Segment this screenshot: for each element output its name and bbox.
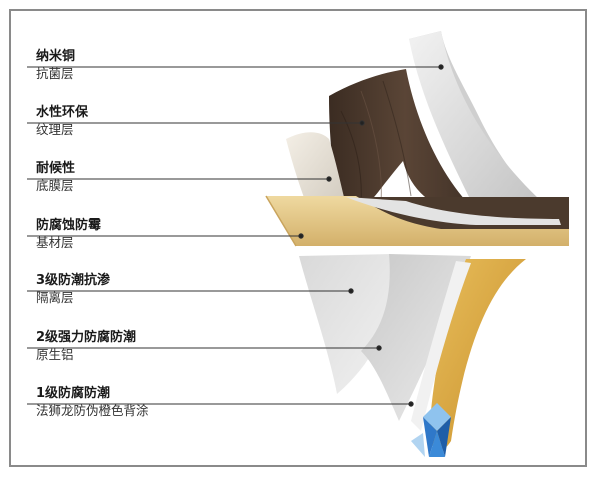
layer-subtitle: 法狮龙防伪橙色背涂 bbox=[36, 403, 149, 418]
white-backcoat-edge bbox=[411, 261, 471, 431]
diagram-frame: 纳米铜 抗菌层 水性环保 纹理层 耐候性 底膜层 防腐蚀防霉 基材层 3级防潮抗… bbox=[9, 9, 587, 467]
wood-grain-2 bbox=[360, 90, 382, 204]
leader-dot-under-film bbox=[326, 176, 332, 182]
wood-texture-layer bbox=[329, 69, 481, 219]
layer-label-aluminum: 2级强力防腐防潮 原生铝 bbox=[36, 329, 136, 363]
layer-illustration bbox=[265, 31, 569, 457]
layer-title: 水性环保 bbox=[36, 105, 89, 120]
layer-title: 耐候性 bbox=[36, 161, 76, 176]
leader-lines bbox=[27, 64, 444, 407]
layer-label-base: 防腐蚀防霉 基材层 bbox=[36, 217, 101, 251]
layer-subtitle: 纹理层 bbox=[36, 122, 74, 137]
layer-label-backcoat: 1级防腐防潮 法狮龙防伪橙色背涂 bbox=[36, 385, 149, 419]
layer-subtitle: 基材层 bbox=[36, 235, 74, 250]
crystal-logo-icon bbox=[411, 403, 451, 457]
isolation-layer-sheet bbox=[299, 254, 392, 394]
leader-dot-base bbox=[298, 233, 304, 239]
wood-grain-1 bbox=[340, 110, 362, 207]
leader-dot-aluminum bbox=[376, 345, 382, 351]
layer-subtitle: 隔离层 bbox=[36, 290, 74, 305]
layer-title: 1级防腐防潮 bbox=[36, 386, 111, 401]
leader-dot-backcoat bbox=[408, 401, 414, 407]
film-layer-nano-copper-front bbox=[409, 31, 559, 221]
layer-title: 纳米铜 bbox=[36, 49, 76, 64]
base-board bbox=[266, 196, 569, 246]
layer-label-isolation: 3级防潮抗渗 隔离层 bbox=[36, 272, 110, 306]
layer-label-texture: 水性环保 纹理层 bbox=[36, 104, 88, 138]
layer-title: 防腐蚀防霉 bbox=[36, 218, 102, 233]
layer-subtitle: 抗菌层 bbox=[36, 66, 74, 81]
leader-dot-nano-copper bbox=[438, 64, 444, 70]
wood-grain-3 bbox=[382, 80, 412, 197]
leader-dot-texture bbox=[359, 120, 365, 126]
aluminum-layer-sheet bbox=[361, 254, 471, 421]
layer-subtitle: 底膜层 bbox=[36, 178, 74, 193]
layer-title: 2级强力防腐防潮 bbox=[36, 330, 137, 345]
base-board-edge bbox=[265, 195, 297, 247]
layer-label-nano-copper: 纳米铜 抗菌层 bbox=[36, 48, 75, 82]
film-curl-on-board bbox=[346, 197, 561, 225]
under-film-layer bbox=[286, 132, 347, 216]
layer-title: 3级防潮抗渗 bbox=[36, 273, 111, 288]
leader-dot-isolation bbox=[348, 288, 354, 294]
layer-label-under-film: 耐候性 底膜层 bbox=[36, 160, 75, 194]
layer-subtitle: 原生铝 bbox=[36, 347, 74, 362]
